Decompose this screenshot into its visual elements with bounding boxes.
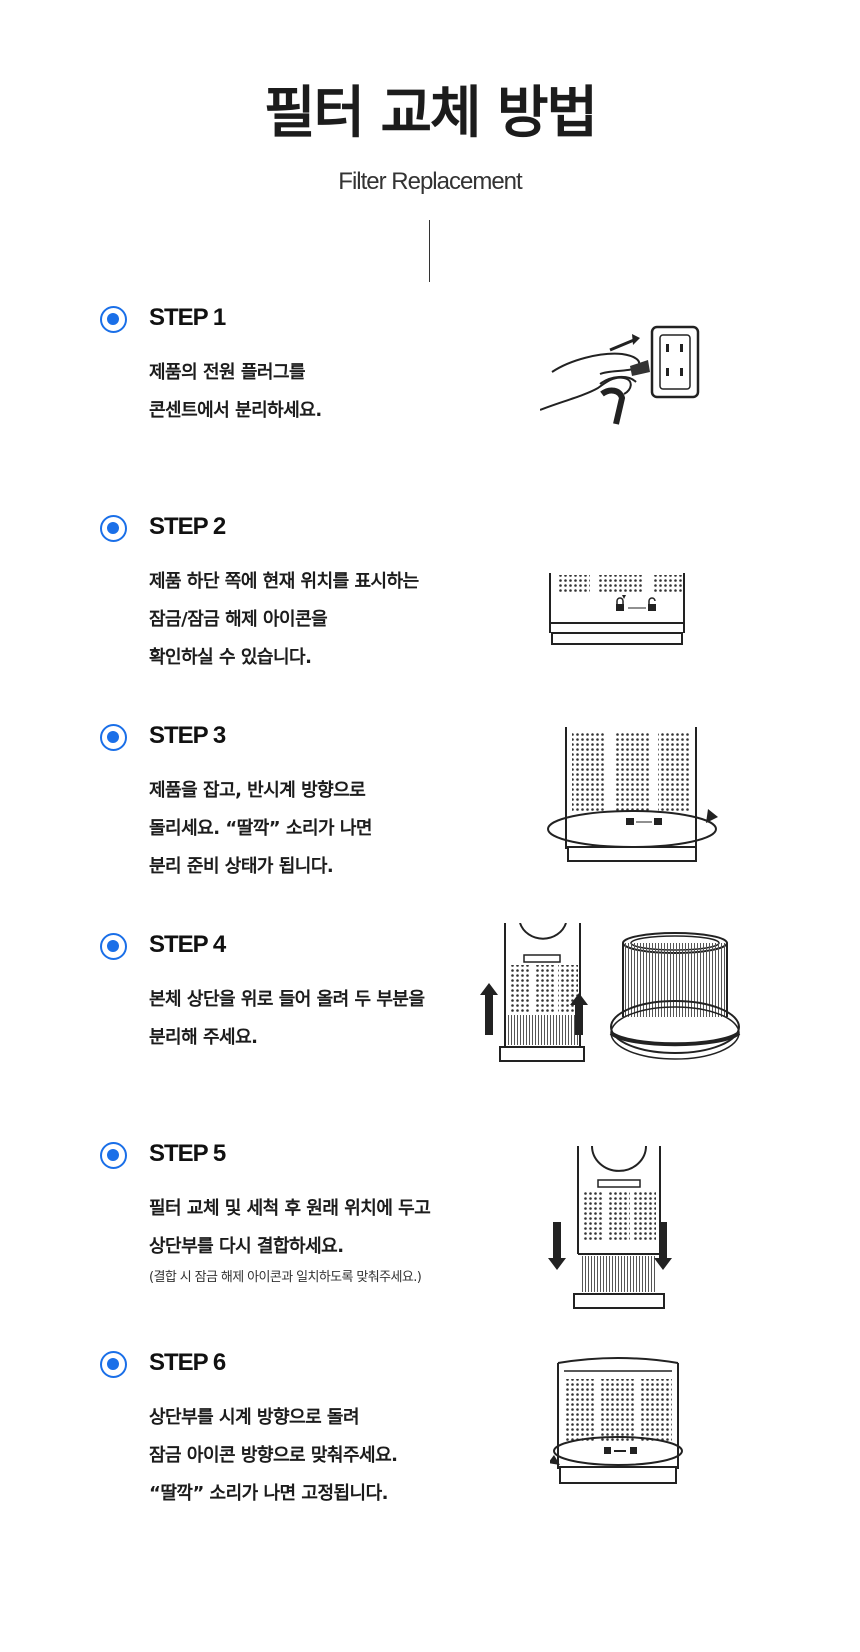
desc-line: 제품을 잡고, 반시계 방향으로 bbox=[149, 780, 366, 801]
desc-line: 필터 교체 및 세척 후 원래 위치에 두고 bbox=[149, 1198, 431, 1219]
desc-line: 돌리세요. “딸깍” 소리가 나면 bbox=[149, 818, 372, 839]
step-description: 상단부를 시계 방향으로 돌려 잠금 아이콘 방향으로 맞춰주세요. “딸깍” … bbox=[149, 1399, 398, 1513]
desc-line: 제품의 전원 플러그를 bbox=[149, 362, 306, 383]
desc-line: 상단부를 다시 결합하세요. bbox=[149, 1236, 344, 1257]
desc-line: 콘센트에서 분리하세요. bbox=[149, 400, 322, 421]
step-description: 필터 교체 및 세척 후 원래 위치에 두고 상단부를 다시 결합하세요. bbox=[149, 1190, 431, 1266]
desc-line: 분리해 주세요. bbox=[149, 1027, 258, 1048]
step-description: 제품의 전원 플러그를 콘센트에서 분리하세요. bbox=[149, 354, 322, 430]
radio-bullet-icon bbox=[100, 1142, 127, 1169]
step-label: STEP 4 bbox=[149, 931, 226, 958]
rotate-counterclockwise-icon bbox=[547, 727, 718, 862]
radio-bullet-icon bbox=[100, 933, 127, 960]
desc-line: 확인하실 수 있습니다. bbox=[149, 647, 312, 668]
desc-line: 제품 하단 쪽에 현재 위치를 표시하는 bbox=[149, 571, 419, 592]
page-title: 필터 교체 방법 bbox=[263, 81, 598, 146]
desc-line: 상단부를 시계 방향으로 돌려 bbox=[149, 1407, 360, 1428]
desc-line: 분리 준비 상태가 됩니다. bbox=[149, 856, 334, 877]
radio-bullet-icon bbox=[100, 306, 127, 333]
page-subtitle: Filter Replacement bbox=[338, 168, 522, 195]
step-label: STEP 1 bbox=[149, 304, 226, 331]
step-label: STEP 6 bbox=[149, 1349, 226, 1376]
lower-combine-icon bbox=[548, 1146, 672, 1309]
step-description: 본체 상단을 위로 들어 올려 두 부분을 분리해 주세요. bbox=[149, 981, 425, 1057]
desc-line: 잠금/잠금 해제 아이콘을 bbox=[149, 609, 328, 630]
step-label: STEP 5 bbox=[149, 1140, 226, 1167]
step-label: STEP 2 bbox=[149, 513, 226, 540]
desc-line: “딸깍” 소리가 나면 고정됩니다. bbox=[149, 1483, 389, 1504]
desc-line: 본체 상단을 위로 들어 올려 두 부분을 bbox=[149, 989, 425, 1010]
radio-bullet-icon bbox=[100, 1351, 127, 1378]
step-description: 제품 하단 쪽에 현재 위치를 표시하는 잠금/잠금 해제 아이콘을 확인하실 … bbox=[149, 563, 419, 677]
desc-line: 잠금 아이콘 방향으로 맞춰주세요. bbox=[149, 1445, 398, 1466]
divider-line bbox=[429, 220, 430, 282]
rotate-clockwise-icon bbox=[550, 1357, 683, 1484]
radio-bullet-icon bbox=[100, 515, 127, 542]
unplug-icon bbox=[540, 325, 700, 425]
radio-bullet-icon bbox=[100, 724, 127, 751]
step-description: 제품을 잡고, 반시계 방향으로 돌리세요. “딸깍” 소리가 나면 분리 준비… bbox=[149, 772, 372, 886]
lift-separate-icon bbox=[480, 923, 741, 1062]
step-label: STEP 3 bbox=[149, 722, 226, 749]
step-note: (결합 시 잠금 해제 아이콘과 일치하도록 맞춰주세요.) bbox=[149, 1270, 422, 1285]
lock-indicator-icon bbox=[549, 573, 685, 645]
